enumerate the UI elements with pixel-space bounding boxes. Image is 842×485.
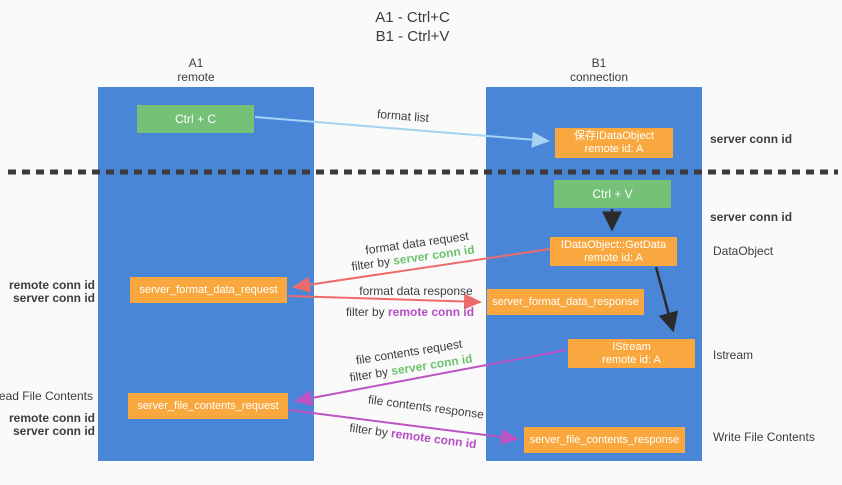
annotation-server-conn-id-2: server conn id [710,210,793,224]
ctrl-c-action-box: Ctrl + C [137,105,254,133]
ctrl-v-action-box: Ctrl + V [554,180,671,208]
lifeline-b1-name: B1 [591,56,607,70]
server-file-contents-request-label: server_file_contents_request [137,399,279,412]
server-file-contents-response-label: server_file_contents_response [529,433,680,446]
annotation-istream: Istream [713,348,754,362]
filter-by-text: filter by [348,420,389,440]
remote-conn-id-text: remote conn id [390,426,478,452]
server-file-contents-request-box: server_file_contents_request [128,393,288,419]
filter-by-text: filter by [348,364,390,385]
remote-conn-id-text: remote conn id [388,305,475,319]
annotation-server-conn-id-3: server conn id [12,291,95,305]
istream-line1: IStream [612,340,651,353]
annotation-write-file-contents: Write File Contents [713,430,815,444]
save-idataobject-line2: remote id: A [584,143,644,155]
format-data-response-filter-label: filter by remote conn id [346,305,474,319]
title-line-b1: B1 - Ctrl+V [375,28,450,45]
title-line-a1: A1 - Ctrl+C [375,9,450,26]
getdata-line2: remote id: A [584,251,643,264]
diagram-title: A1 - Ctrl+C B1 - Ctrl+V [330,8,495,46]
file-contents-response-label: file contents response [367,392,485,422]
save-idataobject-line1: 保存IDataObject [573,130,655,142]
annotation-server-conn-id-4: server conn id [12,424,95,438]
annotation-dataobject: DataObject [713,244,774,258]
idataobject-getdata-box: IDataObject::GetData remote id: A [550,237,677,266]
annotation-server-conn-id-1: server conn id [710,132,793,146]
istream-box: IStream remote id: A [568,339,695,368]
ctrl-c-label: Ctrl + C [174,112,216,126]
getdata-line1: IDataObject::GetData [560,238,667,251]
annotation-read-file-contents: Read File Contents [0,389,93,403]
lifeline-a1-name: A1 [188,56,204,70]
server-format-data-request-label: server_format_data_request [139,283,278,296]
server-format-data-response-box: server_format_data_response [487,289,644,315]
annotation-remote-conn-id-2: remote conn id [8,411,95,425]
save-idataobject-box: 保存IDataObject remote id: A [555,128,673,158]
lifeline-b1-role: connection [569,70,629,84]
server-format-data-response-label: server_format_data_response [492,295,639,308]
file-contents-response-filter-label: filter by remote conn id [349,421,478,452]
filter-by-text: filter by [345,305,385,319]
filter-by-text: filter by [350,254,391,274]
annotation-remote-conn-id-1: remote conn id [8,278,95,292]
server-file-contents-response-box: server_file_contents_response [524,427,685,453]
ctrl-v-label: Ctrl + V [592,187,633,201]
lifeline-header-a1: A1 remote [126,56,266,84]
format-list-label: format list [376,106,430,126]
istream-line2: remote id: A [602,353,661,366]
lifeline-a1-role: remote [177,70,215,84]
server-format-data-request-box: server_format_data_request [130,277,287,303]
lifeline-header-b1: B1 connection [529,56,669,84]
format-data-response-label: format data response [359,284,473,298]
